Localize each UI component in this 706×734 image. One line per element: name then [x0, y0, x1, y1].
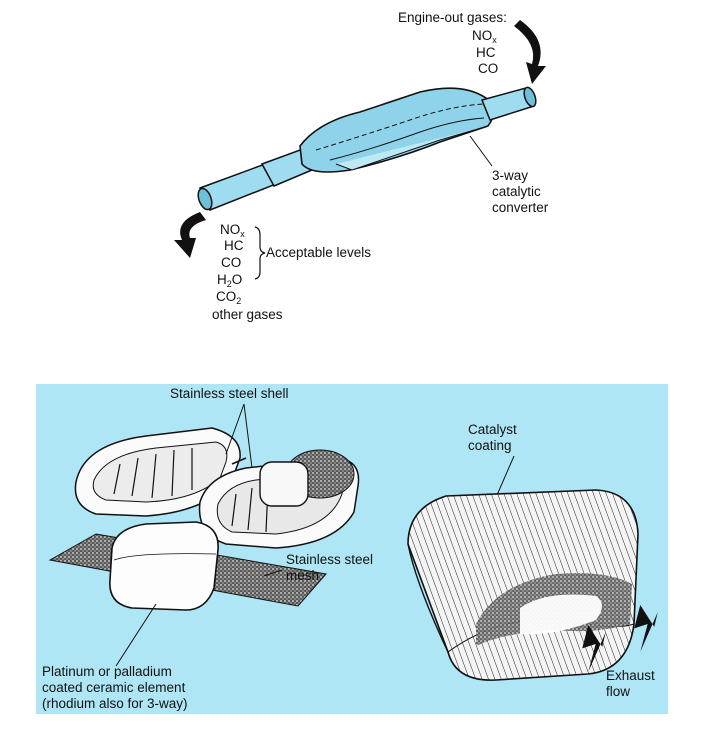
gas-formula-tail: O — [231, 272, 243, 287]
outlet-pipe — [197, 149, 314, 211]
inlet-pipe — [480, 86, 537, 121]
outlet-gas-hc: HC — [224, 238, 244, 253]
gas-subscript: 2 — [236, 296, 242, 306]
converter-internals-panel: Stainless steel shell Stainless steel me… — [36, 384, 668, 714]
gas-formula: H — [217, 272, 227, 287]
shell-leader-line — [243, 403, 253, 469]
converter-label-line: converter — [492, 200, 549, 215]
engine-out-gas-hc: HC — [476, 45, 496, 60]
converter-exhaust-diagram — [174, 20, 546, 280]
gas-formula: other gases — [212, 307, 283, 322]
gas-formula: CO — [478, 61, 499, 76]
catalyst-label-line: Catalyst — [468, 422, 517, 437]
gas-formula: NO — [220, 222, 241, 237]
element-leader-line — [115, 603, 157, 667]
exhaust-arrow-icon — [582, 625, 606, 672]
outlet-gas-co: CO — [221, 255, 241, 270]
acceptable-levels-brace — [254, 226, 266, 280]
gas-formula: CO — [221, 255, 242, 270]
left-shell-half — [74, 427, 247, 517]
converter-label-line: catalytic — [492, 184, 541, 199]
outlet-gas-other: other gases — [212, 307, 283, 322]
exhaust-label: Exhaust flow — [606, 668, 655, 700]
outlet-gas-co2: CO2 — [216, 289, 241, 309]
catalyst-monolith — [407, 489, 639, 681]
catalyst-label-line: coating — [468, 438, 512, 453]
gas-subscript: x — [492, 35, 497, 45]
gas-subscript: x — [240, 229, 245, 239]
mesh-label-line: mesh — [286, 568, 320, 583]
converter-leader-line — [469, 135, 493, 167]
right-shell-half — [198, 449, 360, 549]
engine-out-gas-nox: NOx — [472, 28, 497, 48]
outflow-arrow-icon — [174, 212, 206, 258]
shell-label: Stainless steel shell — [170, 386, 289, 401]
inflow-arrow-icon — [514, 20, 546, 84]
converter-internals-diagram — [48, 403, 658, 681]
element-label-line: coated ceramic element — [42, 680, 186, 695]
catalyst-label: Catalyst coating — [468, 422, 517, 454]
exhaust-arrow-icon — [634, 605, 658, 652]
mesh-label: Stainless steel mesh — [286, 552, 373, 584]
gas-subscript: 2 — [226, 279, 232, 289]
outlet-gas-h2o: H2O — [217, 272, 242, 292]
engine-out-gas-co: CO — [478, 61, 498, 76]
shell-leader-line — [225, 403, 245, 455]
exhaust-label-line: flow — [606, 684, 631, 699]
gas-formula: CO — [216, 289, 237, 304]
gas-formula: HC — [476, 45, 496, 60]
exhaust-label-line: Exhaust — [606, 668, 655, 683]
engine-out-label: Engine-out gases: — [398, 10, 507, 25]
mesh-leader-line — [263, 569, 283, 577]
acceptable-levels-label: Acceptable levels — [266, 245, 372, 260]
outlet-gas-nox: NOx — [220, 222, 245, 242]
element-label-line: Platinum or palladium — [42, 664, 172, 679]
converter-label-line: 3-way — [492, 168, 529, 183]
gas-formula: NO — [472, 28, 493, 43]
ceramic-element — [109, 521, 219, 611]
converter-body — [299, 87, 495, 173]
element-label: Platinum or palladium coated ceramic ele… — [42, 664, 188, 712]
converter-label: 3-way catalytic converter — [492, 168, 548, 216]
element-label-line: (rhodium also for 3-way) — [42, 696, 188, 711]
mesh-label-line: Stainless steel — [286, 552, 374, 567]
gas-formula: HC — [224, 238, 244, 253]
